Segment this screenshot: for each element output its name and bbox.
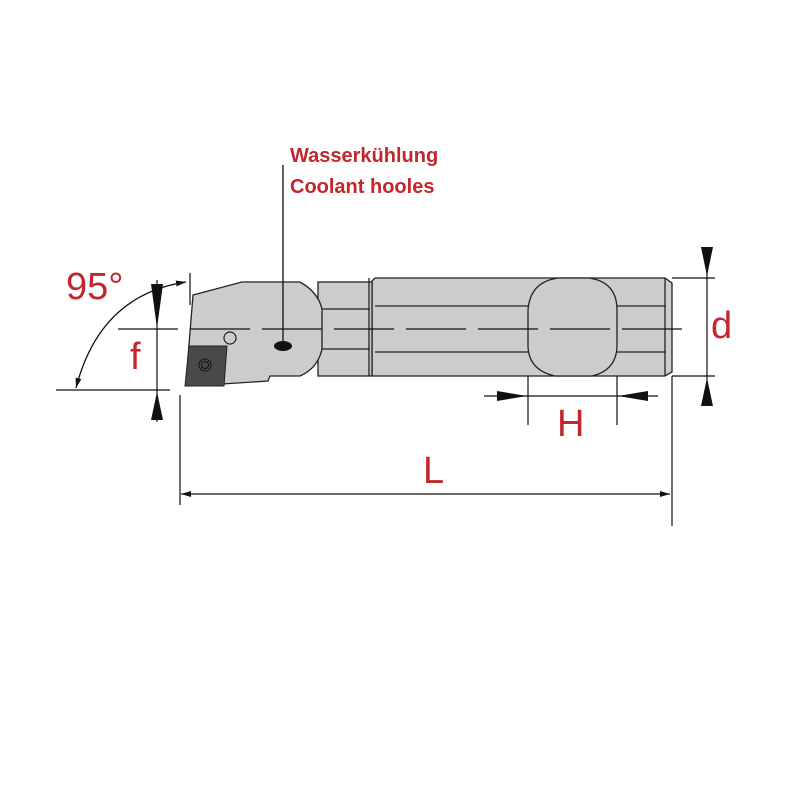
insert-screw-icon <box>198 358 212 372</box>
angle-arc <box>75 280 187 389</box>
clamping-flat <box>527 277 618 377</box>
L-label: L <box>423 450 445 492</box>
coolant-label-en: Coolant hooles <box>290 176 435 198</box>
clamp-pin <box>223 331 237 345</box>
d-label: d <box>711 305 733 347</box>
H-label: H <box>557 403 585 445</box>
shank <box>371 277 673 377</box>
cutting-insert <box>184 345 228 387</box>
coolant-label-de: Wasserkühlung <box>290 145 439 167</box>
angle-label: 95° <box>66 266 124 308</box>
f-label: f <box>130 336 141 378</box>
